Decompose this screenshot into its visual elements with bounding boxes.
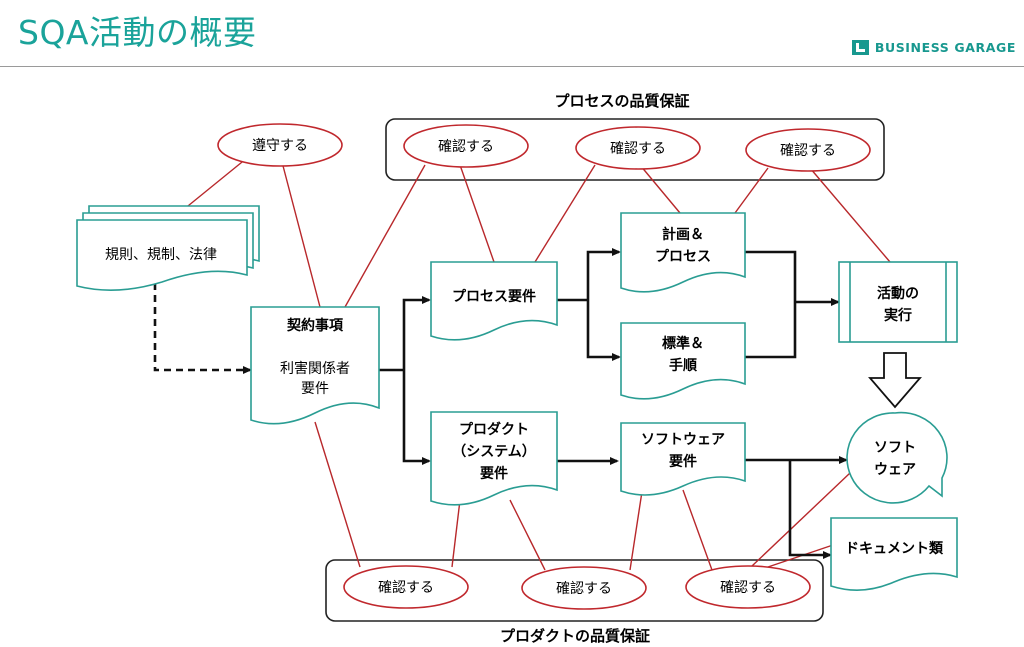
title-divider bbox=[0, 66, 1024, 67]
confirm-oval-process-1: 確認する bbox=[403, 124, 529, 168]
flow-to-product-req bbox=[402, 370, 431, 465]
connector-line bbox=[182, 157, 248, 211]
flow-standard-out bbox=[745, 302, 797, 359]
brand-logo: BUSINESS GARAGE bbox=[851, 40, 1016, 55]
confirm-label: 確認する bbox=[438, 139, 494, 155]
connector-line bbox=[629, 484, 644, 571]
process-qa-heading: プロセスの品質保証 bbox=[554, 92, 689, 110]
contract-document bbox=[250, 306, 380, 425]
connector-line bbox=[344, 164, 426, 308]
software-line2: ウェア bbox=[874, 462, 916, 478]
product-qa-heading: プロダクトの品質保証 bbox=[500, 627, 650, 645]
plan-line1: 計画＆ bbox=[662, 226, 704, 243]
standard-document bbox=[620, 322, 746, 400]
plan-line2: プロセス bbox=[655, 249, 711, 265]
flow-plan-out bbox=[745, 250, 797, 302]
standard-line1: 標準＆ bbox=[662, 335, 704, 352]
process-req-document bbox=[430, 261, 558, 341]
flow-rules-to-contract bbox=[153, 283, 252, 374]
confirm-label: 確認する bbox=[720, 580, 776, 596]
connector-line bbox=[314, 421, 361, 568]
brand-name: BUSINESS GARAGE bbox=[874, 40, 1016, 55]
standard-line2: 手順 bbox=[669, 357, 698, 374]
rules-label: 規則、規制、法律 bbox=[105, 247, 217, 263]
plan-document bbox=[620, 212, 746, 293]
confirm-oval-product-1: 確認する bbox=[343, 565, 469, 609]
contract-title: 契約事項 bbox=[286, 317, 344, 334]
connector-line bbox=[639, 164, 681, 214]
comply-oval: 遵守する bbox=[217, 123, 343, 167]
documents-document bbox=[830, 517, 958, 591]
confirm-oval-process-3: 確認する bbox=[745, 128, 871, 172]
confirm-oval-process-2: 確認する bbox=[575, 126, 701, 170]
flow-to-plan bbox=[586, 248, 621, 300]
product-req-line2: （システム） bbox=[452, 444, 536, 460]
product-req-line1: プロダクト bbox=[459, 421, 529, 438]
confirm-label: 確認する bbox=[610, 141, 666, 157]
connector-line bbox=[459, 164, 495, 263]
product-req-document bbox=[430, 411, 558, 506]
process-req-label: プロセス要件 bbox=[452, 288, 536, 305]
confirm-label: 確認する bbox=[556, 581, 612, 597]
software-storage-shape bbox=[846, 411, 948, 504]
execution-line2: 実行 bbox=[884, 307, 912, 324]
flow-to-process-req bbox=[402, 296, 431, 370]
rules-document-stack bbox=[76, 205, 260, 291]
connector-line bbox=[751, 472, 851, 567]
connector-line bbox=[509, 499, 546, 571]
confirm-connectors bbox=[182, 157, 891, 571]
down-block-arrow-icon bbox=[868, 352, 922, 409]
flow-to-documents bbox=[788, 460, 832, 559]
brand-mark-icon bbox=[851, 40, 869, 55]
execution-process-box bbox=[838, 261, 958, 343]
comply-label: 遵守する bbox=[252, 137, 308, 154]
documents-label: ドキュメント類 bbox=[845, 541, 944, 557]
confirm-label: 確認する bbox=[780, 143, 836, 159]
confirm-oval-product-3: 確認する bbox=[685, 565, 811, 609]
contract-line2: 要件 bbox=[301, 381, 329, 397]
software-line1: ソフト bbox=[874, 440, 916, 456]
connector-line bbox=[451, 499, 461, 568]
product-qa-frame bbox=[325, 559, 824, 622]
connector-line bbox=[534, 164, 596, 263]
confirm-label: 確認する bbox=[378, 580, 434, 596]
product-req-line3: 要件 bbox=[480, 465, 508, 482]
software-req-line2: 要件 bbox=[669, 453, 697, 470]
flow-connectors bbox=[153, 248, 848, 559]
connector-line bbox=[682, 489, 713, 571]
software-req-line1: ソフトウェア bbox=[641, 432, 725, 448]
flow-to-standard bbox=[586, 300, 621, 361]
execution-line1: 活動の bbox=[877, 285, 919, 302]
connector-line bbox=[281, 161, 321, 308]
connector-line bbox=[809, 167, 891, 263]
software-req-document bbox=[620, 422, 746, 496]
confirm-oval-product-2: 確認する bbox=[521, 566, 647, 610]
slide-title: SQA活動の概要 bbox=[18, 13, 257, 52]
process-qa-frame bbox=[385, 118, 885, 181]
contract-line1: 利害関係者 bbox=[280, 361, 350, 377]
document-shape bbox=[76, 219, 248, 291]
connector-line bbox=[764, 544, 834, 569]
connector-line bbox=[734, 167, 769, 214]
